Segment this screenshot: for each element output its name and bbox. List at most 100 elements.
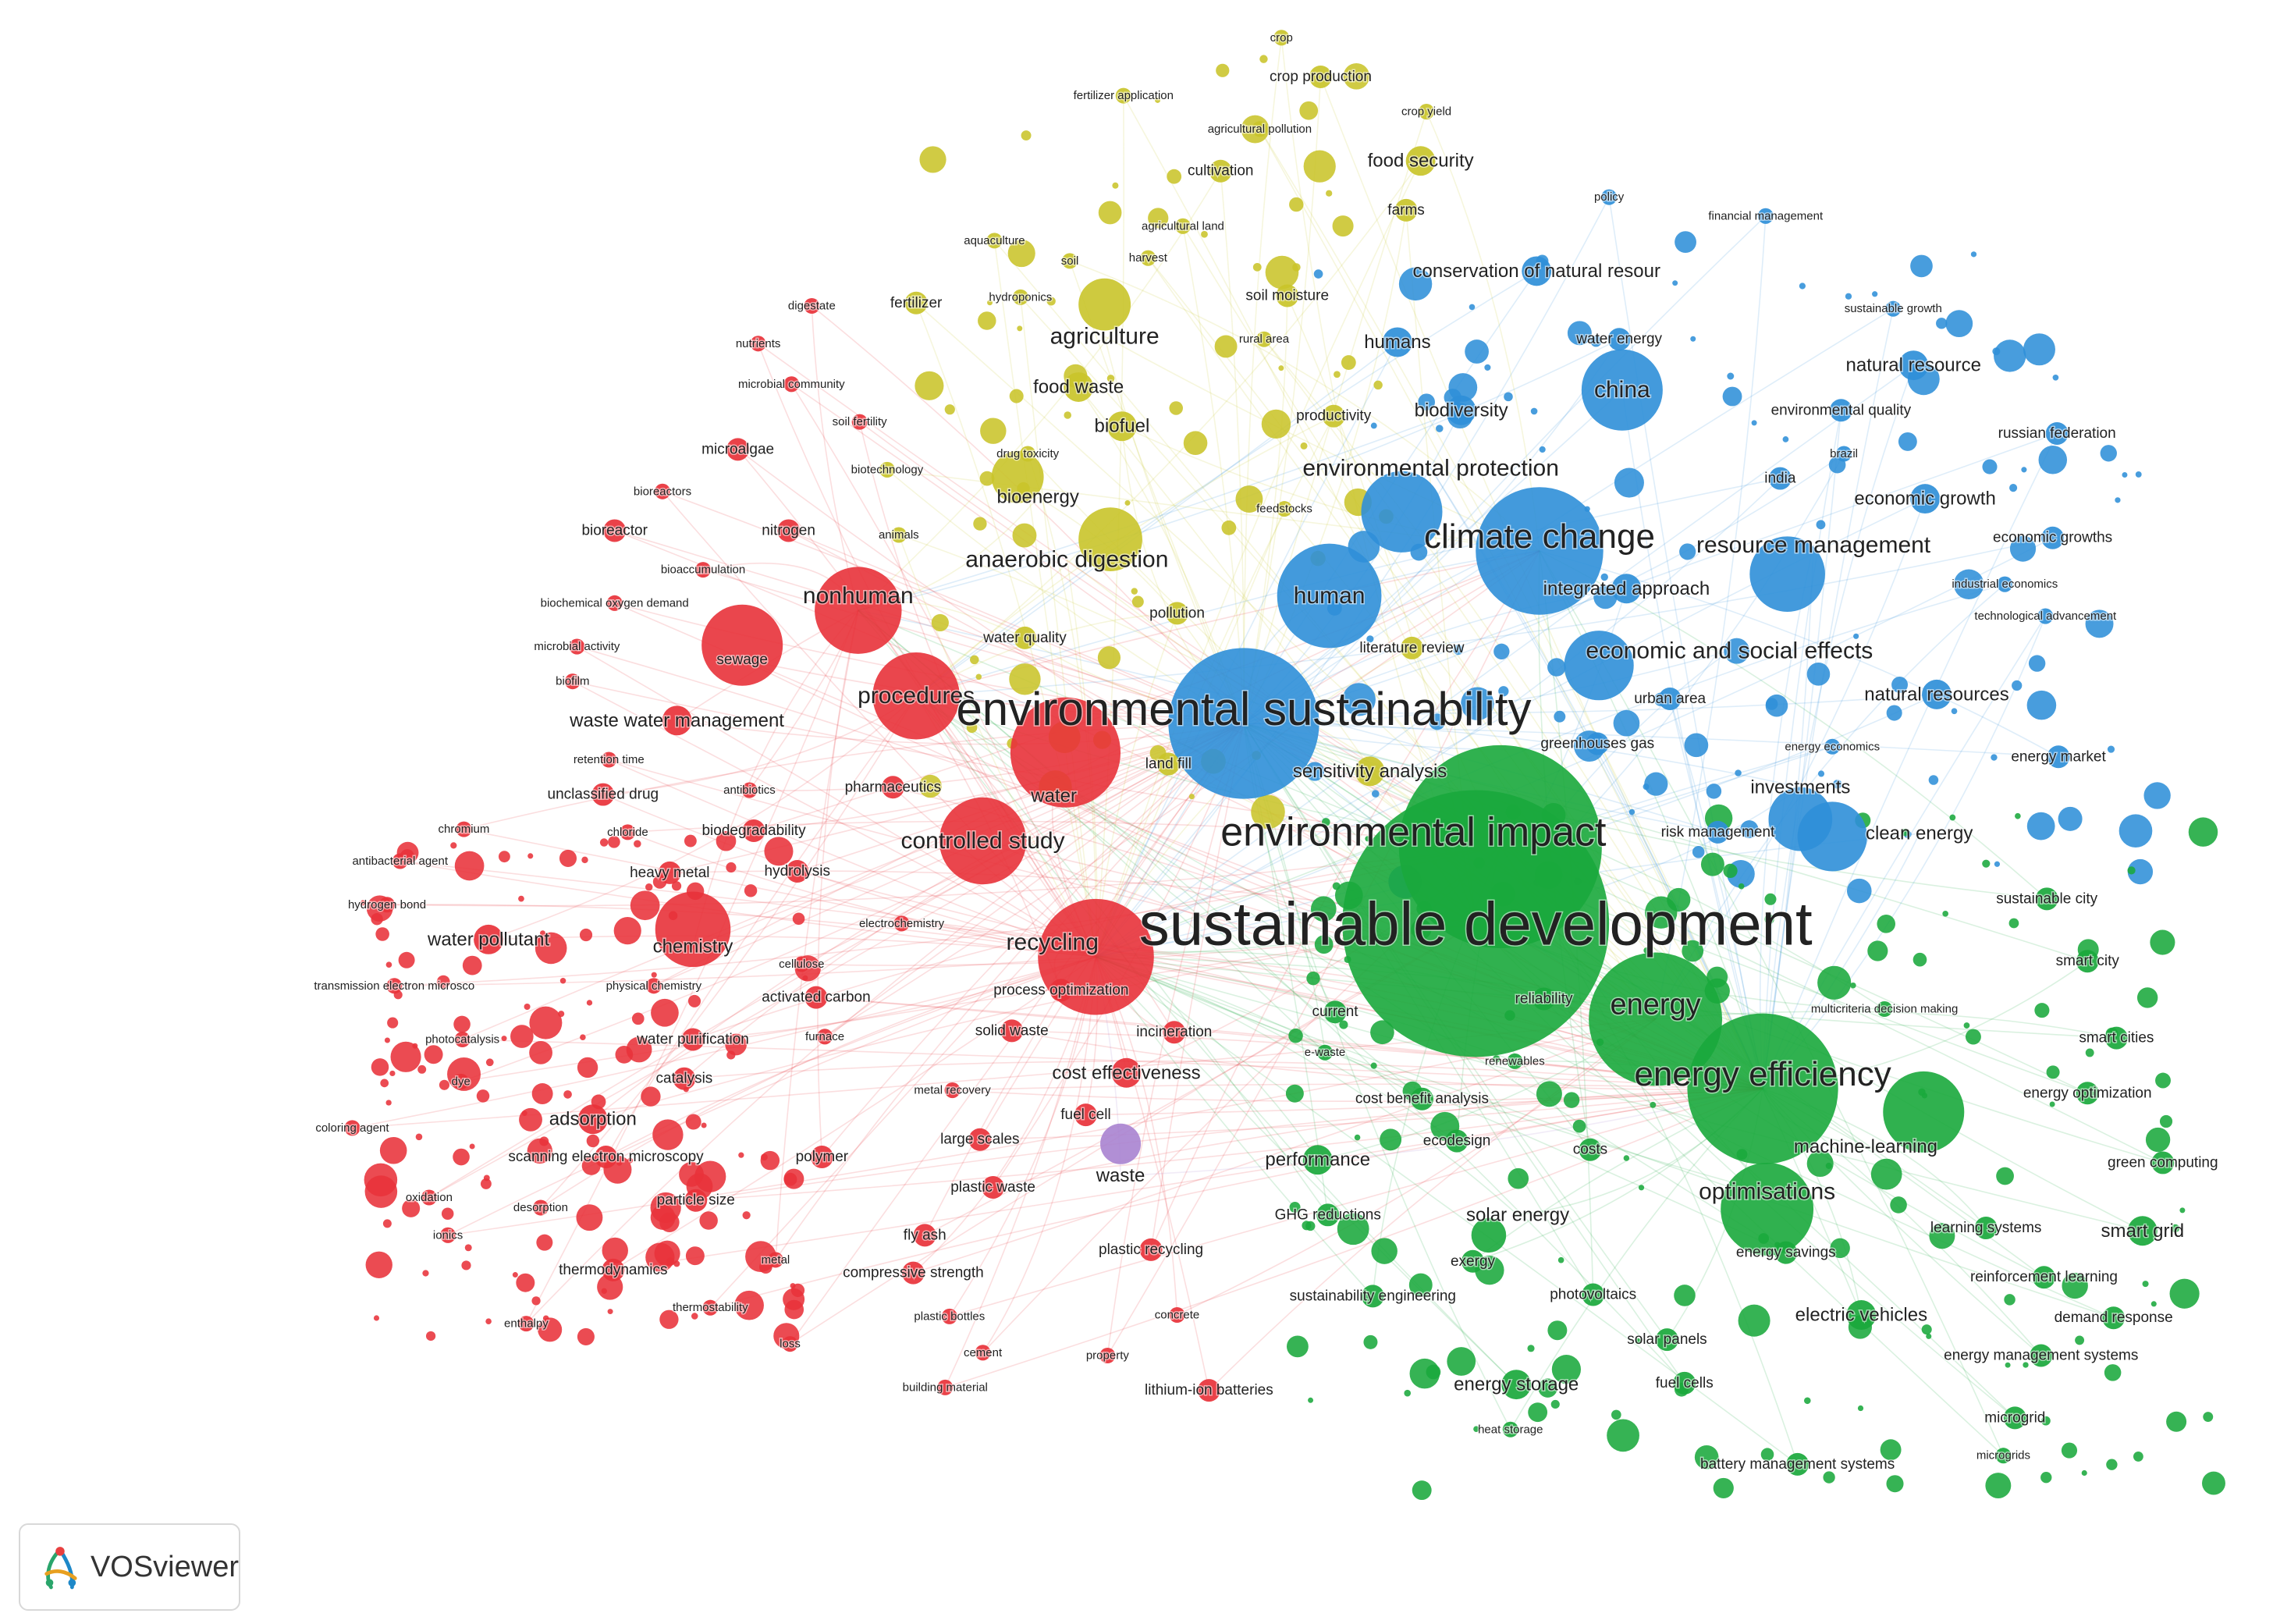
node-label-heat-storage[interactable]: heat storage (1477, 1422, 1544, 1437)
term-bubble[interactable] (1366, 635, 1374, 643)
term-bubble[interactable] (1261, 409, 1291, 439)
term-bubble[interactable] (1572, 1119, 1586, 1133)
node-label-microbial-activity[interactable]: microbial activity (533, 639, 622, 655)
node-label-fertilizer[interactable]: fertilizer (889, 293, 943, 312)
term-bubble[interactable] (1484, 364, 1491, 371)
term-bubble[interactable] (1850, 982, 1856, 989)
term-bubble[interactable] (2075, 1335, 2085, 1345)
term-bubble[interactable] (559, 977, 566, 984)
node-bubble-india[interactable] (1768, 467, 1792, 490)
node-label-energy-optimization[interactable]: energy optimization (2022, 1084, 2153, 1103)
term-bubble[interactable] (764, 837, 794, 866)
term-bubble[interactable] (1765, 698, 1778, 710)
node-bubble-aquaculture[interactable] (986, 233, 1003, 249)
term-bubble[interactable] (1644, 772, 1668, 796)
node-bubble-photovoltaics[interactable] (1582, 1283, 1605, 1306)
node-label-adsorption[interactable]: adsorption (548, 1107, 638, 1131)
node-bubble-reliability[interactable] (1532, 987, 1556, 1011)
term-bubble[interactable] (1740, 820, 1759, 839)
term-bubble[interactable] (1727, 372, 1735, 380)
node-bubble-biodegradability[interactable] (742, 819, 765, 842)
node-label-concrete[interactable]: concrete (1153, 1307, 1201, 1323)
term-bubble[interactable] (2127, 858, 2154, 885)
term-bubble[interactable] (417, 1064, 427, 1074)
term-bubble[interactable] (535, 932, 567, 965)
node-label-enthalpy[interactable]: enthalpy (503, 1316, 550, 1331)
node-bubble-bioenergy[interactable] (991, 450, 1044, 503)
node-label-policy[interactable]: policy (1593, 190, 1625, 205)
term-bubble[interactable] (576, 1204, 603, 1231)
node-label-humans[interactable]: humans (1363, 330, 1432, 354)
term-bubble[interactable] (1817, 965, 1852, 1000)
node-label-economic-and-social-effects[interactable]: economic and social effects (1585, 637, 1874, 665)
term-bubble[interactable] (1833, 780, 1842, 789)
node-bubble-urban-area[interactable] (1658, 687, 1682, 710)
node-label-reliability[interactable]: reliability (1514, 990, 1574, 1008)
term-bubble[interactable] (1252, 262, 1262, 272)
term-bubble[interactable] (631, 1012, 645, 1025)
node-label-pharmaceutics[interactable]: pharmaceutics (843, 778, 943, 797)
node-bubble-energy-management-systems[interactable] (2030, 1344, 2053, 1367)
node-bubble-energy-savings[interactable] (1774, 1241, 1798, 1264)
term-bubble[interactable] (1970, 251, 1977, 258)
term-bubble[interactable] (1465, 339, 1489, 364)
node-bubble-microbial-activity[interactable] (569, 638, 585, 655)
node-label-scanning-electron-microscopy[interactable]: scanning electron microscopy (507, 1148, 705, 1167)
term-bubble[interactable] (1872, 291, 1878, 297)
node-label-cultivation[interactable]: cultivation (1187, 162, 1255, 180)
node-label-property[interactable]: property (1085, 1348, 1131, 1363)
term-bubble[interactable] (1251, 794, 1285, 830)
node-bubble-costs[interactable] (1579, 1138, 1602, 1161)
term-bubble[interactable] (1724, 638, 1750, 664)
term-bubble[interactable] (666, 1257, 675, 1266)
term-bubble[interactable] (1305, 1221, 1316, 1231)
node-label-smart-city[interactable]: smart city (2055, 952, 2121, 971)
node-label-furnace[interactable]: furnace (804, 1029, 846, 1044)
term-bubble[interactable] (1692, 845, 1705, 858)
node-bubble-fly-ash[interactable] (913, 1224, 936, 1247)
term-bubble[interactable] (485, 1318, 492, 1325)
node-label-desorption[interactable]: desorption (512, 1200, 569, 1216)
node-bubble-solar-panels[interactable] (1655, 1328, 1678, 1352)
term-bubble[interactable] (1300, 442, 1308, 450)
term-bubble[interactable] (1738, 883, 1745, 890)
term-bubble[interactable] (439, 1079, 450, 1090)
term-bubble[interactable] (510, 1025, 534, 1048)
term-bubble[interactable] (1418, 393, 1435, 411)
node-bubble-process-optimization[interactable] (1049, 979, 1073, 1002)
node-label-environmental-impact[interactable]: environmental impact (1220, 808, 1608, 856)
node-label-greenhouses-gas[interactable]: greenhouses gas (1540, 734, 1656, 753)
term-bubble[interactable] (1982, 859, 1991, 868)
term-bubble[interactable] (2119, 814, 2153, 848)
node-label-animals[interactable]: animals (877, 528, 920, 543)
term-bubble[interactable] (1817, 770, 1825, 777)
term-bubble[interactable] (485, 1058, 494, 1067)
term-bubble[interactable] (1363, 1334, 1378, 1349)
term-bubble[interactable] (1259, 55, 1268, 63)
node-label-physical-chemistry[interactable]: physical chemistry (605, 978, 703, 993)
term-bubble[interactable] (529, 1006, 563, 1039)
term-bubble[interactable] (379, 1136, 407, 1164)
term-bubble[interactable] (1846, 878, 1872, 904)
term-bubble[interactable] (483, 1174, 490, 1182)
node-bubble-renewables[interactable] (1507, 1053, 1523, 1069)
term-bubble[interactable] (1342, 683, 1376, 716)
term-bubble[interactable] (2015, 812, 2021, 819)
term-bubble[interactable] (501, 1036, 507, 1042)
term-bubble[interactable] (1409, 1358, 1440, 1389)
node-bubble-humans[interactable] (1382, 327, 1412, 357)
node-label-oxidation[interactable]: oxidation (404, 1190, 453, 1206)
term-bubble[interactable] (527, 853, 534, 859)
term-bubble[interactable] (1365, 836, 1371, 842)
node-bubble-literature-review[interactable] (1400, 636, 1423, 659)
term-bubble[interactable] (1853, 633, 1859, 639)
node-label-heavy-metal[interactable]: heavy metal (629, 863, 711, 882)
term-bubble[interactable] (684, 834, 697, 848)
term-bubble[interactable] (608, 836, 620, 848)
node-bubble-thermodynamics[interactable] (602, 1258, 625, 1281)
term-bubble[interactable] (1498, 686, 1509, 697)
term-bubble[interactable] (1216, 63, 1230, 77)
node-label-performance[interactable]: performance (1264, 1148, 1372, 1171)
term-bubble[interactable] (652, 1119, 684, 1150)
